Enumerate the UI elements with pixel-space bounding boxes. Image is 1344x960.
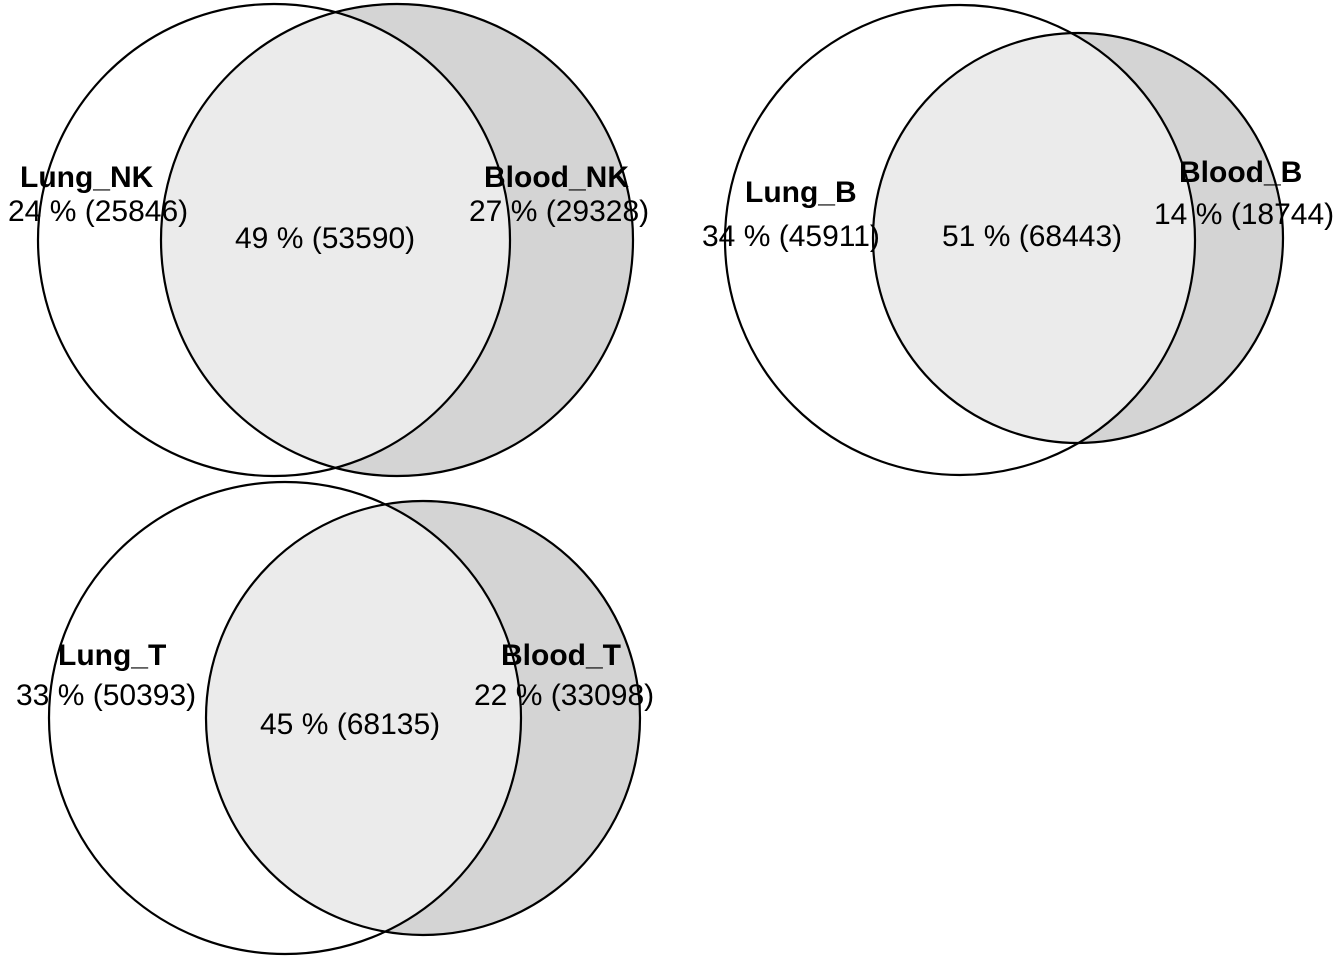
venn-circle-lung-b-outline[interactable] — [723, 3, 1197, 477]
venn-panel-nk: Lung_NK 24 % (25846) Blood_NK 27 % (2932… — [0, 0, 680, 480]
venn-circle-lung-t-outline[interactable] — [47, 480, 523, 956]
venn-shapes-t — [47, 480, 642, 956]
venn-shapes-b — [723, 3, 1285, 477]
venn-panel-b: Lung_B 34 % (45911) Blood_B 14 % (18744)… — [690, 0, 1344, 480]
venn-circle-blood-b-outline[interactable] — [871, 31, 1285, 445]
venn-intersection-t — [206, 501, 521, 935]
venn-panel-t: Lung_T 33 % (50393) Blood_T 22 % (33098)… — [0, 478, 680, 960]
venn-intersection-nk — [161, 4, 510, 476]
venn-circle-blood-t-outline[interactable] — [204, 499, 642, 937]
venn-circle-blood-nk-outline[interactable] — [159, 2, 635, 478]
venn-shapes-nk — [36, 2, 635, 478]
venn-circle-lung-nk-outline[interactable] — [36, 2, 512, 478]
